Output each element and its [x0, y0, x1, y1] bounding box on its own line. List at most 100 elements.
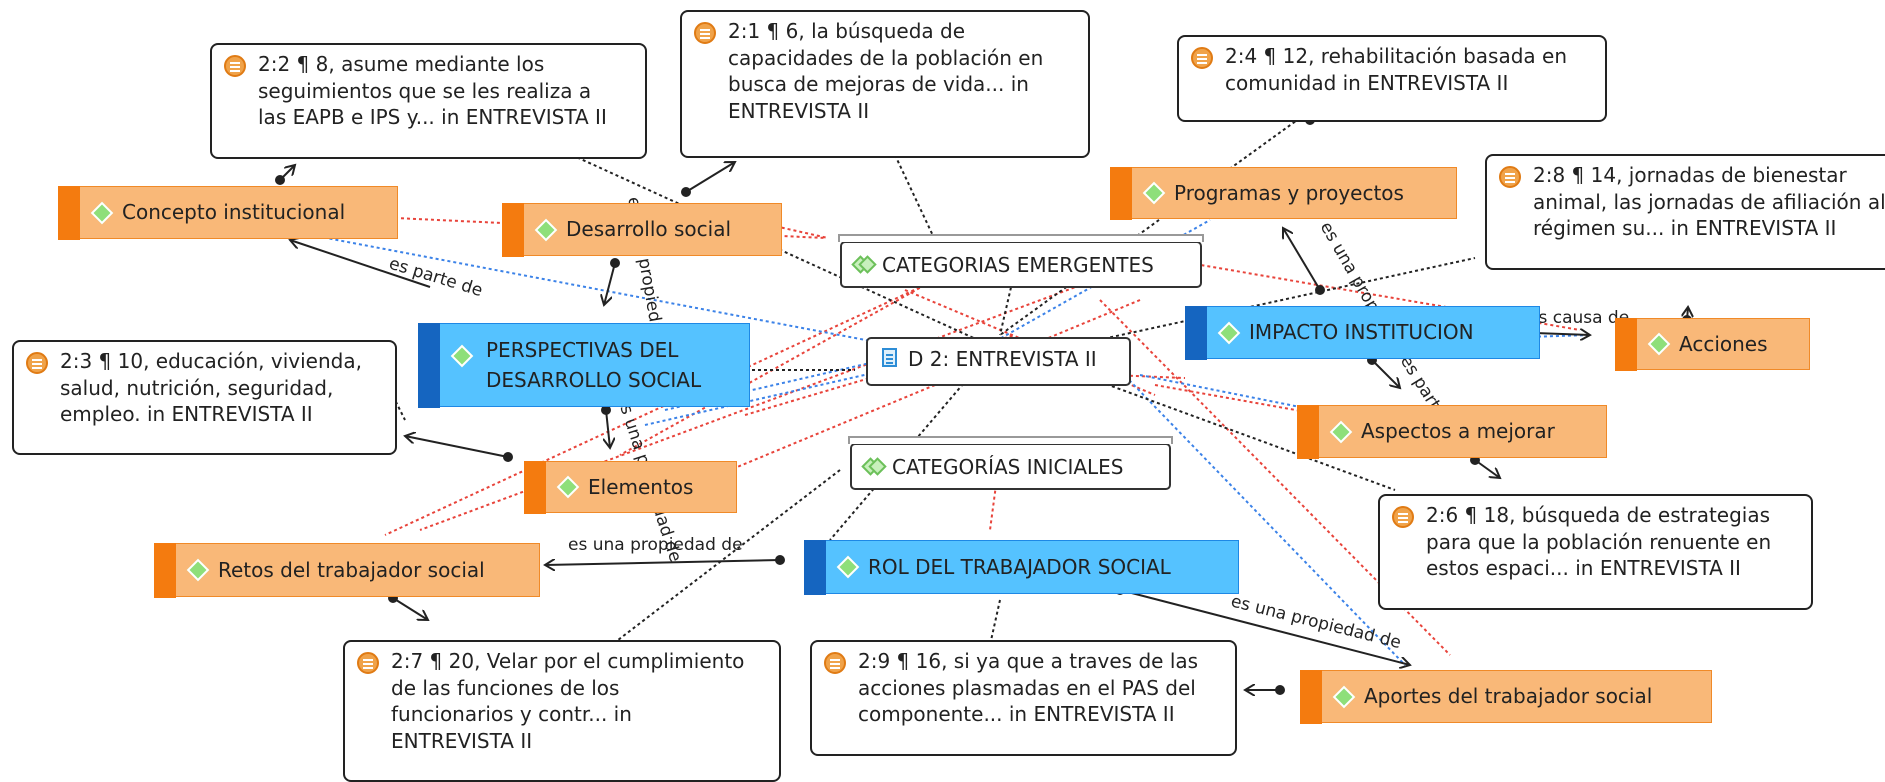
quotation-icon [26, 352, 48, 374]
code-label: Acciones [1679, 331, 1768, 356]
group-tab [848, 436, 1173, 444]
code-desarrollo-social[interactable]: Desarrollo social [502, 202, 782, 257]
code-label: Aportes del trabajador social [1364, 684, 1653, 709]
code-acciones[interactable]: Acciones [1615, 317, 1810, 371]
relation-label: es causa de [1528, 308, 1629, 328]
quotation-2-8[interactable]: 2:8 ¶ 14, jornadas de bienestar animal, … [1485, 154, 1885, 270]
quotation-2-3[interactable]: 2:3 ¶ 10, educación, vivienda, salud, nu… [12, 340, 397, 455]
quote-line: funcionarios y contr... in [391, 702, 632, 727]
quotation-2-4[interactable]: 2:4 ¶ 12, rehabilitación basada en comun… [1177, 35, 1607, 122]
group-categorias-iniciales[interactable]: CATEGORÍAS INICIALES [848, 436, 1173, 490]
quotation-icon [824, 652, 846, 674]
relation-label: es una propiedad de [568, 535, 743, 555]
code-aspectos-a-mejorar[interactable]: Aspectos a mejorar [1297, 404, 1607, 459]
code-stripe [502, 202, 524, 257]
document-label: D 2: ENTREVISTA II [908, 347, 1097, 371]
quotation-2-1[interactable]: 2:1 ¶ 6, la búsqueda de capacidades de l… [680, 10, 1090, 158]
group-label: CATEGORIAS EMERGENTES [882, 252, 1154, 277]
quotation-2-6[interactable]: 2:6 ¶ 18, búsqueda de estrategias para q… [1378, 494, 1813, 610]
code-icon [556, 475, 580, 499]
group-label: CATEGORÍAS INICIALES [892, 454, 1124, 479]
code-stripe [154, 542, 176, 598]
code-label-line-1: PERSPECTIVAS DEL [486, 338, 679, 362]
quote-line: las EAPB e IPS y... in ENTREVISTA II [258, 105, 607, 130]
quote-line: ENTREVISTA II [391, 728, 533, 753]
code-icon [1329, 420, 1353, 443]
code-label: ROL DEL TRABAJADOR SOCIAL [868, 554, 1171, 579]
code-stripe [804, 539, 826, 595]
quotation-2-7[interactable]: 2:7 ¶ 20, Velar por el cumplimiento de l… [343, 640, 781, 782]
code-icon [1142, 181, 1166, 205]
quote-line: componente... in ENTREVISTA II [858, 702, 1175, 727]
quote-line: salud, nutrición, seguridad, [60, 375, 334, 400]
group-tab [838, 234, 1204, 242]
code-icon [1332, 685, 1356, 708]
quote-line: acciones plasmadas en el PAS del [858, 675, 1196, 700]
code-group-icon [854, 256, 872, 274]
code-stripe [1300, 669, 1322, 724]
code-label: Desarrollo social [566, 217, 731, 242]
code-icon [90, 201, 114, 224]
code-label: Programas y proyectos [1174, 180, 1404, 205]
quotation-icon [357, 652, 379, 674]
code-label-line-2: DESARROLLO SOCIAL [486, 368, 702, 392]
code-concepto-institucional[interactable]: Concepto institucional [58, 185, 398, 240]
document-entrevista-ii[interactable]: D 2: ENTREVISTA II [866, 337, 1131, 386]
arrow-links [279, 95, 1688, 690]
quote-line: comunidad in ENTREVISTA II [1225, 70, 1509, 95]
quotation-2-9[interactable]: 2:9 ¶ 16, si ya que a traves de las acci… [810, 640, 1237, 756]
code-programas-y-proyectos[interactable]: Programas y proyectos [1110, 166, 1457, 220]
code-icon [534, 218, 558, 241]
code-icon [186, 558, 210, 582]
quote-line: 2:7 ¶ 20, Velar por el cumplimiento [391, 649, 745, 673]
code-stripe [1110, 166, 1132, 220]
quote-line: ENTREVISTA II [728, 98, 870, 123]
quote-line: seguimientos que se les realiza a [258, 78, 592, 103]
quote-line: 2:1 ¶ 6, la búsqueda de [728, 19, 966, 43]
quotation-icon [1392, 506, 1414, 528]
quote-line: busca de mejoras de vida... in [728, 72, 1029, 97]
quote-line: 2:6 ¶ 18, búsqueda de estrategias [1426, 503, 1771, 527]
quotation-icon [1499, 166, 1521, 188]
code-aportes-del-trabajador-social[interactable]: Aportes del trabajador social [1300, 669, 1712, 724]
quote-line: estos espaci... in ENTREVISTA II [1426, 556, 1741, 581]
quote-line: 2:4 ¶ 12, rehabilitación basada en [1225, 44, 1568, 68]
code-group-icon [864, 458, 882, 476]
quote-line: 2:2 ¶ 8, asume mediante los [258, 52, 545, 76]
quote-line: 2:8 ¶ 14, jornadas de bienestar [1533, 163, 1847, 187]
quote-line: régimen su... in ENTREVISTA II [1533, 216, 1837, 241]
code-impacto-institucion[interactable]: IMPACTO INSTITUCION [1185, 305, 1540, 360]
quote-line: capacidades de la población en [728, 45, 1044, 70]
document-icon [882, 348, 897, 367]
code-label: Retos del trabajador social [218, 557, 485, 582]
code-stripe [58, 185, 80, 240]
code-label: IMPACTO INSTITUCION [1249, 320, 1474, 345]
quote-line: 2:9 ¶ 16, si ya que a traves de las [858, 649, 1199, 673]
code-rol-del-trabajador-social[interactable]: ROL DEL TRABAJADOR SOCIAL [804, 539, 1239, 595]
group-categorias-emergentes[interactable]: CATEGORIAS EMERGENTES [838, 234, 1204, 288]
quotation-icon [224, 55, 246, 77]
code-stripe [1615, 317, 1637, 371]
code-label: Elementos [588, 474, 694, 499]
quotation-2-2[interactable]: 2:2 ¶ 8, asume mediante los seguimientos… [210, 43, 647, 159]
code-label: Concepto institucional [122, 200, 346, 225]
quotation-icon [694, 22, 716, 44]
relation-label: es una propiedad de [1229, 591, 1403, 653]
code-elementos[interactable]: Elementos [524, 460, 737, 514]
quote-line: para que la población renuente en [1426, 529, 1772, 554]
code-stripe [1185, 305, 1207, 360]
code-label: Aspectos a mejorar [1361, 419, 1555, 444]
code-icon [1647, 332, 1671, 356]
quote-line: 2:3 ¶ 10, educación, vivienda, [60, 349, 362, 373]
code-icon [836, 555, 860, 579]
code-stripe [524, 460, 546, 514]
quote-line: de las funciones de los [391, 675, 620, 700]
quotation-icon [1191, 47, 1213, 69]
code-perspectivas-del-desarrollo-social[interactable]: PERSPECTIVAS DEL DESARROLLO SOCIAL [418, 322, 750, 408]
code-retos-del-trabajador-social[interactable]: Retos del trabajador social [154, 542, 540, 598]
quote-line: animal, las jornadas de afiliación al [1533, 189, 1885, 214]
code-icon [450, 344, 474, 368]
code-icon [1217, 321, 1241, 344]
code-stripe [1297, 404, 1319, 459]
